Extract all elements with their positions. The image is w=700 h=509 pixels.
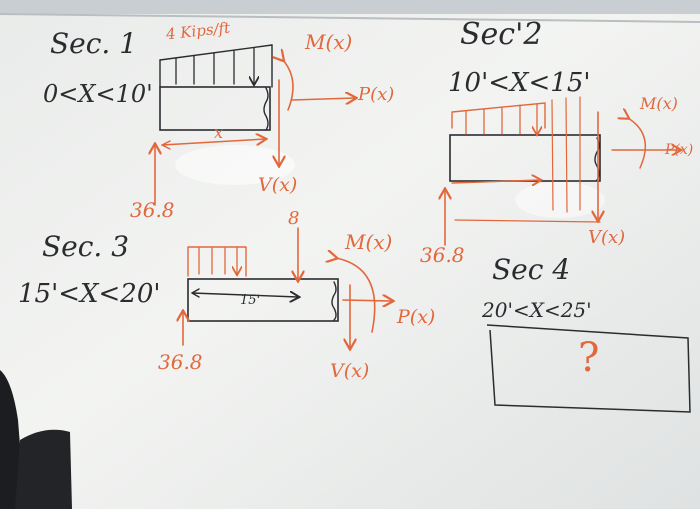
section3-point-load: 8 xyxy=(288,208,300,229)
section3-diagram xyxy=(183,227,392,348)
section3-dim-label: 15' xyxy=(240,293,261,308)
section2-axial-label: P(x) xyxy=(665,142,694,158)
section2-range: 10'<X<15' xyxy=(448,68,591,98)
section1-axial-label: P(x) xyxy=(358,84,395,105)
section2-title: Sec'2 xyxy=(460,17,543,52)
section1-dim-label: x xyxy=(214,123,224,142)
section2-shear-label: V(x) xyxy=(588,227,626,248)
section1-diagram xyxy=(155,44,355,206)
section4-box xyxy=(486,324,691,413)
section2-moment-label: M(x) xyxy=(640,94,678,113)
section4-unknown: ? xyxy=(578,335,600,381)
section4-title: Sec 4 xyxy=(492,253,571,286)
section2-reaction: 36.8 xyxy=(420,243,465,267)
section4-range: 20'<X<25' xyxy=(482,298,592,322)
board-top-frame xyxy=(0,0,700,14)
section1-moment-label: M(x) xyxy=(305,30,353,54)
section3-title: Sec. 3 xyxy=(42,230,130,263)
section1-title: Sec. 1 xyxy=(50,27,138,60)
section3-range: 15'<X<20' xyxy=(18,279,161,309)
section3-reaction: 36.8 xyxy=(158,350,203,374)
section3-axial-label: P(x) xyxy=(397,306,436,328)
section3-shear-label: V(x) xyxy=(330,360,370,382)
section1-shear-label: V(x) xyxy=(258,174,298,196)
section3-moment-label: M(x) xyxy=(345,230,393,254)
section1-reaction: 36.8 xyxy=(130,198,175,222)
section1-range: 0<X<10' xyxy=(43,80,153,108)
section2-diagram xyxy=(445,96,680,246)
